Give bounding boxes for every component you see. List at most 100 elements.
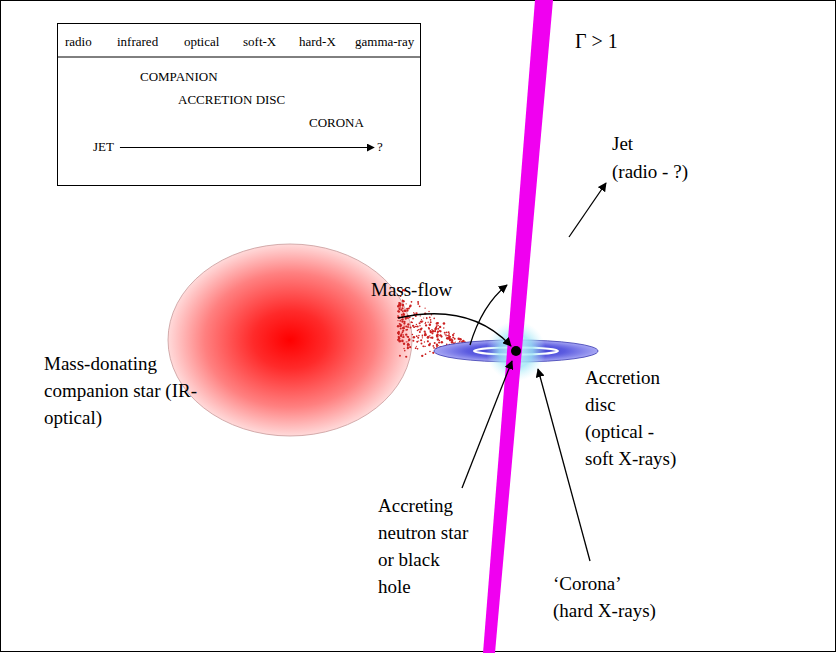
stream-dot bbox=[455, 342, 456, 343]
stream-dot bbox=[399, 307, 400, 308]
stream-dot bbox=[453, 333, 455, 335]
stream-dot bbox=[436, 334, 438, 336]
stream-dot bbox=[448, 331, 450, 333]
stream-dot bbox=[409, 346, 411, 348]
stream-dot bbox=[398, 336, 400, 338]
stream-dot bbox=[411, 322, 413, 324]
stream-dot bbox=[441, 341, 444, 344]
stream-dot bbox=[419, 322, 421, 324]
stream-dot bbox=[408, 344, 409, 345]
stream-dot bbox=[399, 325, 401, 327]
stream-dot bbox=[425, 322, 426, 323]
stream-dot bbox=[407, 326, 409, 328]
stream-dot bbox=[400, 327, 402, 329]
stream-dot bbox=[397, 315, 398, 316]
stream-dot bbox=[405, 356, 407, 358]
stream-dot bbox=[421, 327, 423, 329]
stream-dot bbox=[454, 338, 456, 340]
band-name: infrared bbox=[117, 34, 158, 49]
stream-dot bbox=[416, 346, 417, 347]
stream-dot bbox=[416, 341, 418, 343]
stream-dot bbox=[402, 330, 404, 332]
stream-dot bbox=[436, 343, 438, 345]
band-name: soft-X bbox=[243, 34, 276, 49]
leader-arrow bbox=[462, 361, 512, 488]
stream-dot bbox=[452, 336, 454, 338]
stream-dot bbox=[405, 318, 407, 320]
stream-dot bbox=[417, 301, 419, 303]
jet-band-label: (radio - ?) bbox=[612, 158, 688, 185]
stream-dot bbox=[401, 320, 403, 322]
stream-dot bbox=[421, 319, 422, 320]
stream-dot bbox=[439, 340, 440, 341]
stream-dot bbox=[402, 304, 404, 306]
stream-dot bbox=[424, 333, 426, 335]
stream-dot bbox=[459, 341, 461, 343]
stream-dot bbox=[434, 342, 436, 344]
stream-dot bbox=[437, 336, 439, 338]
leader-arrow bbox=[538, 369, 590, 561]
stream-dot bbox=[428, 328, 430, 330]
stream-dot bbox=[406, 341, 407, 342]
companion-label: Mass-donating companion star (IR-optical… bbox=[44, 350, 204, 431]
stream-dot bbox=[398, 310, 400, 312]
stream-dot bbox=[445, 335, 446, 336]
stream-dot bbox=[410, 321, 412, 323]
stream-dot bbox=[428, 327, 430, 329]
stream-dot bbox=[448, 334, 450, 336]
stream-dot bbox=[399, 355, 401, 357]
stream-dot bbox=[398, 302, 400, 304]
stream-dot bbox=[432, 345, 434, 347]
stream-dot bbox=[431, 337, 433, 339]
stream-dot bbox=[425, 353, 427, 355]
stream-dot bbox=[405, 311, 406, 312]
stream-dot bbox=[446, 334, 447, 335]
stream-dot bbox=[399, 325, 401, 327]
stream-dot bbox=[399, 320, 401, 322]
stream-dot bbox=[407, 347, 409, 349]
stream-dot bbox=[399, 304, 401, 306]
band-name: optical bbox=[184, 34, 219, 49]
stream-dot bbox=[398, 310, 399, 311]
stream-dot bbox=[398, 331, 400, 333]
stream-dot bbox=[409, 326, 411, 328]
band-name: radio bbox=[65, 34, 92, 49]
stream-dot bbox=[444, 332, 446, 334]
stream-dot bbox=[437, 332, 439, 334]
stream-dot bbox=[413, 336, 415, 338]
stream-dot bbox=[422, 346, 423, 347]
stream-dot bbox=[408, 338, 410, 340]
stream-dot bbox=[422, 335, 424, 337]
stream-dot bbox=[439, 326, 441, 328]
stream-dot bbox=[404, 309, 407, 312]
mass-flow-arrow bbox=[398, 314, 511, 346]
compact-object-label: Accreting neutron star or black hole bbox=[378, 492, 473, 600]
stream-dot bbox=[403, 334, 404, 335]
stream-dot bbox=[439, 330, 441, 332]
stream-dot bbox=[398, 333, 399, 334]
stream-dot bbox=[408, 339, 410, 341]
stream-dot bbox=[398, 336, 400, 338]
stream-dot bbox=[402, 318, 404, 320]
stream-dot bbox=[406, 317, 408, 319]
stream-dot bbox=[402, 300, 405, 303]
stream-dot bbox=[448, 337, 450, 339]
stream-dot bbox=[412, 340, 414, 342]
stream-dot bbox=[397, 325, 399, 327]
stream-dot bbox=[446, 331, 448, 333]
stream-dot bbox=[411, 301, 413, 303]
stream-dot bbox=[457, 338, 460, 341]
compact-object bbox=[511, 346, 521, 356]
corona-label: ‘Corona’ (hard X-rays) bbox=[553, 570, 661, 624]
stream-dot bbox=[427, 336, 430, 339]
stream-dot bbox=[420, 320, 422, 322]
stream-dot bbox=[422, 337, 423, 338]
stream-dot bbox=[437, 338, 439, 340]
stream-dot bbox=[399, 308, 400, 309]
stream-dot bbox=[406, 303, 407, 304]
stream-dot bbox=[438, 345, 439, 346]
stream-dot bbox=[405, 329, 407, 331]
stream-dot bbox=[443, 322, 446, 325]
stream-dot bbox=[403, 348, 404, 349]
stream-dot bbox=[418, 340, 419, 341]
